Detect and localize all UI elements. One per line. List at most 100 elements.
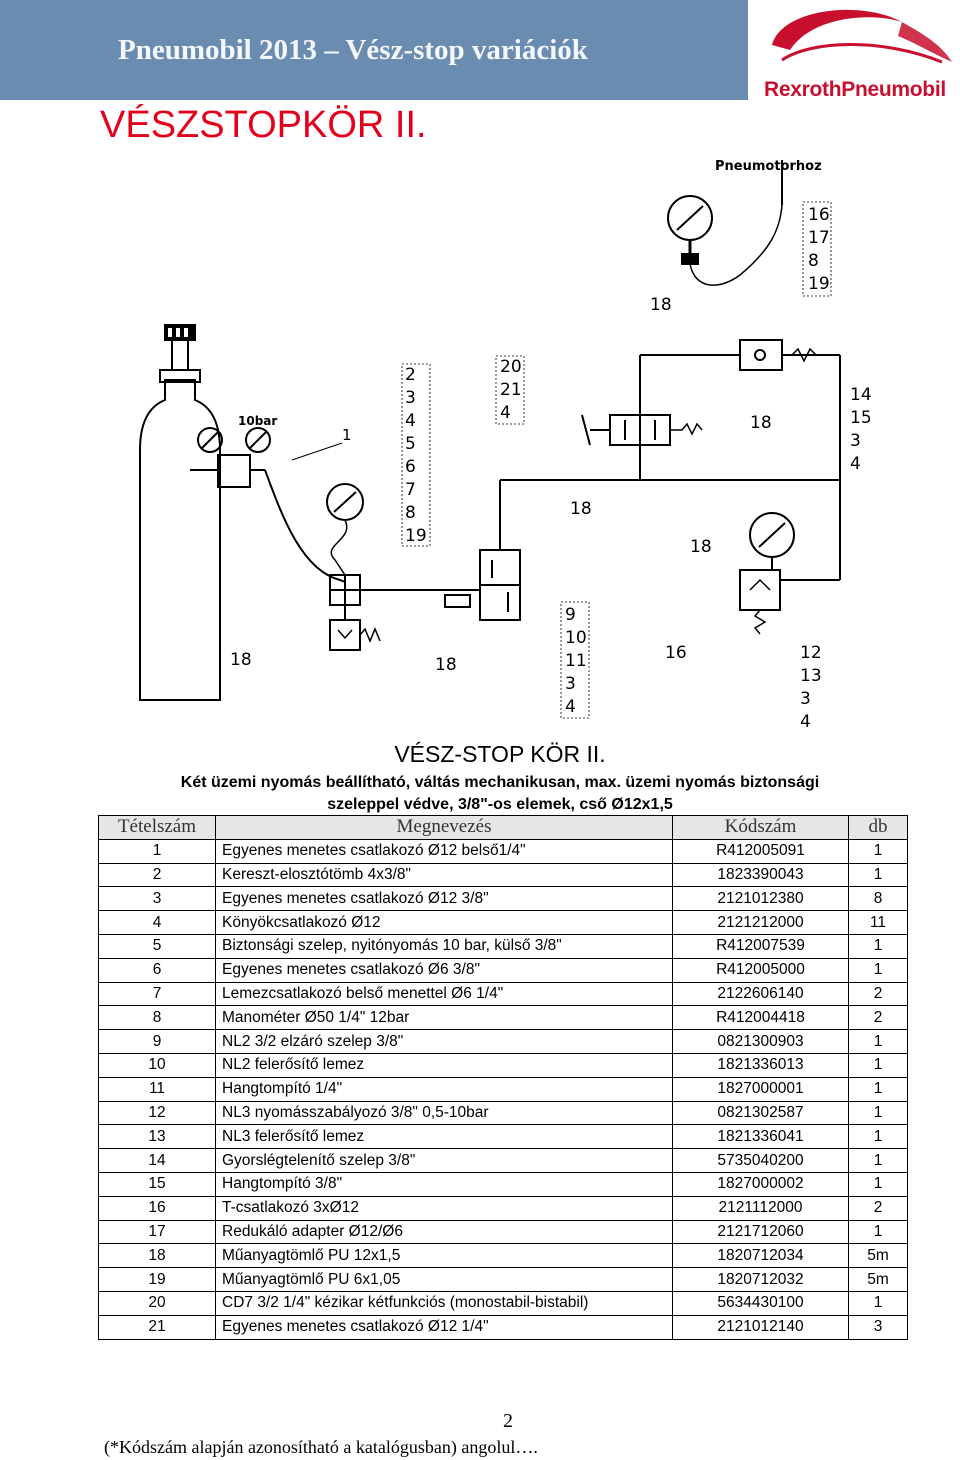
label-18-a: 18 (650, 295, 672, 315)
description-cell: Redukáló adapter Ø12/Ø6 (215, 1219, 673, 1245)
code-cell: R412005000 (672, 957, 849, 983)
page-number: 2 (503, 1410, 513, 1432)
description-cell: Biztonsági szelep, nyitónyomás 10 bar, k… (215, 933, 673, 959)
code-cell: 2122606140 (672, 981, 849, 1007)
header-band (0, 0, 748, 100)
header-quantity: db (848, 815, 908, 840)
logo-swoosh-icon (772, 9, 952, 64)
description-cell: Műanyagtömlő PU 6x1,05 (215, 1267, 673, 1292)
label-right-mid-3: 4 (850, 454, 861, 474)
label-left-col-3: 5 (405, 434, 416, 454)
code-cell: 1820712032 (672, 1267, 849, 1292)
quantity-cell: 1 (848, 1148, 908, 1173)
label-bottom-right-3: 4 (800, 712, 811, 730)
label-right-mid-0: 14 (850, 385, 872, 405)
circuit-title: VÉSZ-STOP KÖR II. (394, 741, 606, 767)
item-number-cell: 15 (98, 1171, 216, 1197)
description-cell: Gyorslégtelenítő szelep 3/8" (215, 1148, 673, 1173)
description-cell: Egyenes menetes csatlakozó Ø6 3/8" (215, 957, 673, 983)
item-number-cell: 3 (98, 886, 216, 912)
item-number-cell: 13 (98, 1124, 216, 1150)
quantity-cell: 2 (848, 1195, 908, 1221)
label-bottom-right-1: 13 (800, 666, 822, 686)
cross-block-manometer-icon (326, 483, 364, 521)
item-number-cell: 21 (98, 1314, 216, 1340)
label-18-e: 18 (570, 499, 592, 519)
footnote: (*Kódszám alapján azonosítható a katalóg… (104, 1437, 538, 1457)
label-10bar: 10bar (238, 414, 277, 428)
label-18-f: 18 (690, 537, 712, 557)
label-top-right-0: 16 (808, 205, 830, 225)
label-bottom-center-1: 10 (565, 628, 587, 648)
description-cell: NL2 felerősítő lemez (215, 1052, 673, 1078)
item-number-cell: 10 (98, 1052, 216, 1078)
label-right-mid-1: 15 (850, 408, 872, 428)
bottle-gauge-right-icon (245, 427, 271, 453)
code-cell: 1827000002 (672, 1171, 849, 1197)
quick-exhaust-valve-icon (739, 339, 817, 371)
label-16: 16 (665, 643, 687, 663)
label-bottom-center-0: 9 (565, 605, 576, 625)
item-number-cell: 6 (98, 957, 216, 983)
description-cell: T-csatlakozó 3xØ12 (215, 1195, 673, 1221)
label-top-right-2: 8 (808, 251, 819, 271)
description-cell: Egyenes menetes csatlakozó Ø12 belső1/4" (215, 838, 673, 864)
description-cell: Könyökcsatlakozó Ø12 (215, 910, 673, 935)
description-cell: Lemezcsatlakozó belső menettel Ø6 1/4" (215, 981, 673, 1007)
label-top-right-3: 19 (808, 274, 830, 294)
item-number-cell: 2 (98, 862, 216, 888)
quantity-cell: 1 (848, 1076, 908, 1102)
label-left-col-4: 6 (405, 457, 416, 477)
label-top-center-1: 21 (500, 380, 522, 400)
label-left-col-6: 8 (405, 503, 416, 523)
gas-bottle-icon (139, 324, 221, 701)
header-description: Megnevezés (215, 815, 673, 840)
code-cell: 2121712060 (672, 1219, 849, 1245)
nl2-shutoff-valve-icon (479, 549, 521, 621)
table-header-row: Tételszám Megnevezés Kódszám db (98, 815, 908, 840)
code-cell: 1823390043 (672, 862, 849, 888)
label-top-center-0: 20 (500, 357, 522, 377)
quantity-cell: 1 (848, 1029, 908, 1054)
label-left-col-2: 4 (405, 411, 416, 431)
item-number-cell: 1 (98, 838, 216, 864)
label-left-col-5: 7 (405, 480, 416, 500)
item-number-cell: 17 (98, 1219, 216, 1245)
item-number-cell: 4 (98, 910, 216, 935)
code-cell: 1820712034 (672, 1243, 849, 1269)
description-cell: NL3 felerősítő lemez (215, 1124, 673, 1150)
header-item-number: Tételszám (98, 815, 216, 840)
description-cell: Manométer Ø50 1/4" 12bar (215, 1005, 673, 1031)
quantity-cell: 1 (848, 1219, 908, 1245)
circuit-description-line1: Két üzemi nyomás beállítható, váltás mec… (180, 774, 820, 791)
quantity-cell: 11 (848, 910, 908, 935)
silencer-icon (444, 594, 471, 608)
code-cell: 5634430100 (672, 1290, 849, 1316)
code-cell: 2121012140 (672, 1314, 849, 1340)
bottle-gauge-left-icon (197, 427, 223, 453)
item-number-cell: 9 (98, 1029, 216, 1054)
item-number-cell: 11 (98, 1076, 216, 1102)
label-right-mid-2: 3 (850, 431, 861, 451)
quantity-cell: 1 (848, 1100, 908, 1126)
label-bottom-center-2: 11 (565, 651, 587, 671)
code-cell: R412004418 (672, 1005, 849, 1031)
quantity-cell: 2 (848, 981, 908, 1007)
code-cell: R412007539 (672, 933, 849, 959)
